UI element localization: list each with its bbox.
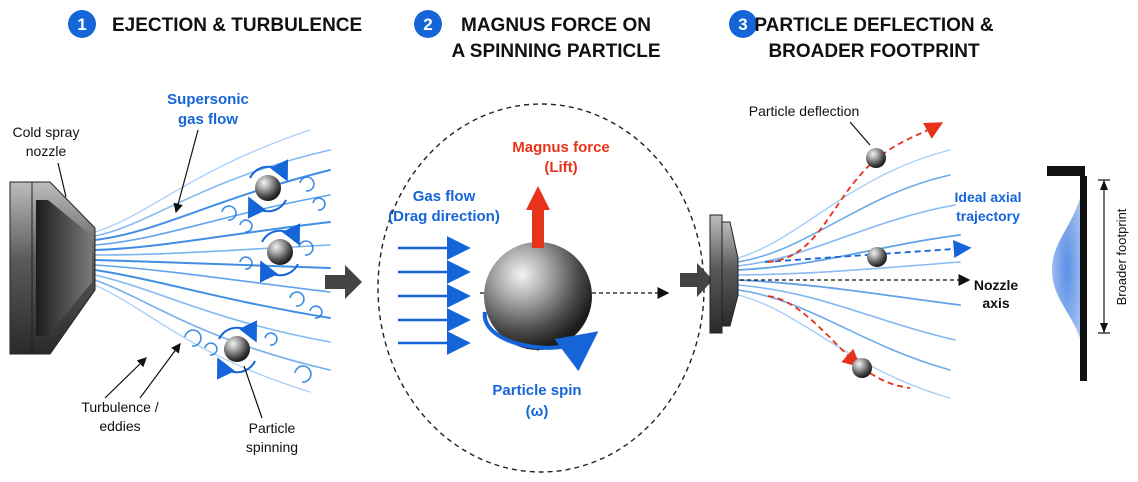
- transition-arrow-1: [325, 265, 362, 299]
- panel3-particle-upper: [866, 148, 886, 168]
- gas-flow-arrows: [398, 236, 471, 355]
- axis-label-line1: Nozzle: [974, 277, 1019, 293]
- magnus-label-line2: (Lift): [544, 159, 577, 176]
- step1-title: EJECTION & TURBULENCE: [112, 15, 362, 36]
- panel1-flow-lines: [94, 129, 331, 393]
- step2-badge: [414, 10, 442, 38]
- step3-badge: [729, 10, 757, 38]
- step1-number: 1: [77, 15, 86, 34]
- ideal-label-line1: Ideal axial: [955, 189, 1022, 205]
- panel1-particle-mid: [259, 223, 301, 283]
- magnus-label-line1: Magnus force: [512, 139, 610, 156]
- panel1: Cold spray nozzle Supersonic gas flow Tu…: [9, 91, 331, 455]
- supersonic-label-line2: gas flow: [178, 111, 238, 128]
- panel3-particle-lower: [852, 358, 872, 378]
- step1-badge: [68, 10, 96, 38]
- footprint-arrow-bottom: [1100, 323, 1108, 333]
- ideal-trajectory-line: [764, 240, 972, 263]
- spin-label-line2: (ω): [526, 403, 549, 420]
- gasflow-label-line1: Gas flow: [413, 188, 476, 205]
- spinning-label-line2: spinning: [246, 439, 298, 455]
- footprint-substrate: Broader footprint: [1047, 166, 1129, 381]
- transition-arrow-2: [680, 263, 713, 297]
- nozzle-label-line2: nozzle: [26, 143, 67, 159]
- turbulence-label-line1: Turbulence /: [81, 399, 158, 415]
- substrate-plate: [1080, 176, 1087, 381]
- deflection-leader: [849, 121, 871, 146]
- panel1-particle-top: [247, 159, 289, 219]
- nozzle-label-line1: Cold spray: [13, 124, 80, 140]
- nozzle-leader: [57, 162, 67, 198]
- footprint-arrow-top: [1100, 180, 1108, 190]
- footprint-deposit-shape: [1052, 190, 1082, 345]
- deflection-lower-path: [767, 295, 861, 368]
- magnus-force-arrow: [526, 186, 550, 248]
- panel3: Particle deflection Ideal axial trajecto…: [709, 103, 1022, 399]
- particle-spin-arrow: [482, 311, 599, 372]
- step3-title-line2: BROADER FOOTPRINT: [768, 41, 980, 62]
- flow-leader: [173, 129, 199, 214]
- step2-title-line2: A SPINNING PARTICLE: [451, 41, 660, 62]
- panel3-flow-lines: [737, 149, 961, 399]
- deflection-lower-tail: [869, 372, 911, 389]
- spin-label-line1: Particle spin: [492, 382, 581, 399]
- deflection-upper-path: [767, 122, 944, 263]
- spinning-label-line1: Particle: [249, 420, 296, 436]
- turbulence-leader-2: [139, 343, 181, 399]
- panel3-nozzle: [709, 214, 739, 334]
- panel3-particle-mid: [867, 247, 887, 267]
- supersonic-label-line1: Supersonic: [167, 91, 249, 108]
- gasflow-label-line2: (Drag direction): [388, 208, 500, 225]
- substrate-top-block: [1047, 166, 1085, 176]
- ideal-label-line2: trajectory: [956, 208, 1020, 224]
- panel2: Magnus force (Lift) Gas flow (Drag direc…: [377, 103, 705, 473]
- footprint-label: Broader footprint: [1114, 208, 1129, 305]
- step2-header: 2 MAGNUS FORCE ON A SPINNING PARTICLE: [414, 10, 661, 62]
- cold-spray-nozzle: [9, 181, 96, 355]
- axis-label-line2: axis: [982, 295, 1009, 311]
- panel1-particle-bottom: [216, 320, 258, 380]
- step2-number: 2: [423, 15, 432, 34]
- step3-title-line1: PARTICLE DEFLECTION &: [754, 15, 994, 36]
- panel2-particle: [484, 242, 592, 350]
- turbulence-leader-1: [104, 357, 147, 399]
- step1-header: 1 EJECTION & TURBULENCE: [68, 10, 362, 38]
- step3-number: 3: [738, 15, 747, 34]
- panel1-eddies: [184, 176, 326, 383]
- turbulence-label-line2: eddies: [99, 418, 140, 434]
- step2-title-line1: MAGNUS FORCE ON: [461, 15, 651, 36]
- spinning-leader: [243, 365, 263, 419]
- step3-header: 3 PARTICLE DEFLECTION & BROADER FOOTPRIN…: [729, 10, 994, 62]
- deflection-label: Particle deflection: [749, 103, 860, 119]
